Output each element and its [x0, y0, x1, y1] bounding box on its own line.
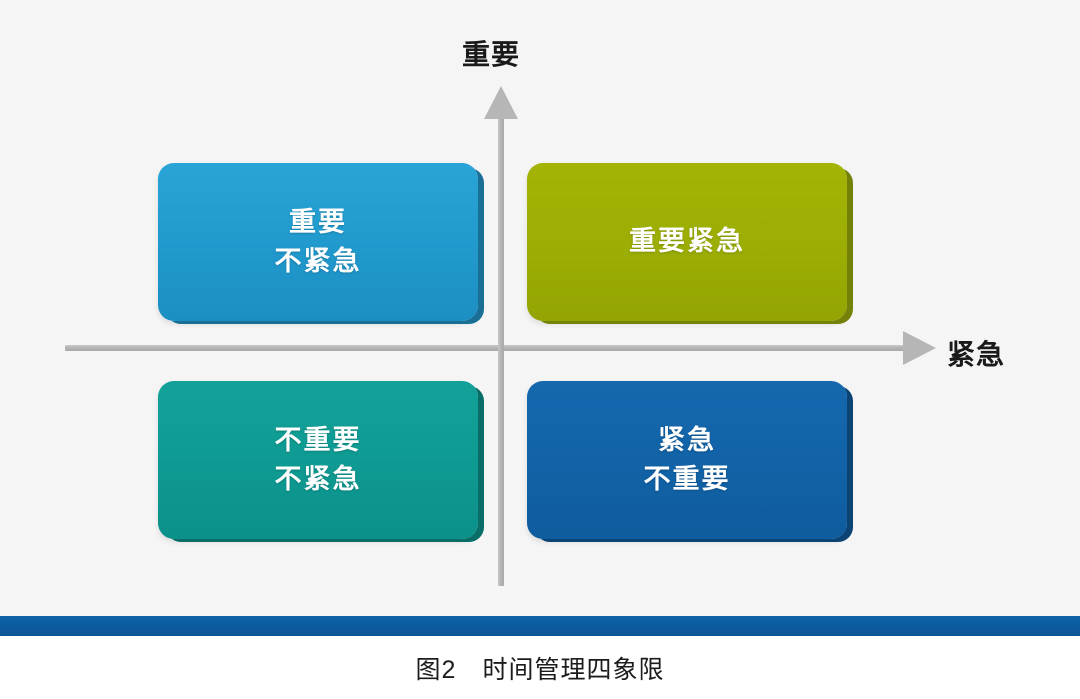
quadrant-label-line1: 重要紧急: [629, 226, 745, 257]
horizontal-axis-label: 紧急: [947, 339, 1006, 370]
quadrant-label-line1: 重要: [289, 206, 347, 237]
horizontal-axis-line: [65, 345, 920, 351]
quadrant-label-line1: 紧急: [658, 424, 716, 455]
divider-bar: [0, 616, 1080, 636]
vertical-axis-line: [498, 110, 504, 586]
quadrant-label-line2: 不紧急: [274, 246, 362, 276]
vertical-axis-label: 重要: [462, 39, 521, 70]
caption-area: 图2 时间管理四象限: [0, 636, 1080, 699]
diagram-canvas: 重要 紧急 重要 不紧急 重要紧急 不重要 不紧急 紧急 不重要: [65, 39, 1006, 586]
quadrant-label-line2: 不重要: [643, 464, 731, 494]
quadrant-urgent-not-important[interactable]: 紧急 不重要: [527, 381, 847, 539]
arrow-up-icon: [484, 86, 518, 119]
quadrant-not-important-not-urgent[interactable]: 不重要 不紧急: [158, 381, 478, 539]
quadrant-label-line1: 不重要: [274, 424, 362, 455]
quadrant-important-not-urgent[interactable]: 重要 不紧急: [158, 163, 478, 321]
arrow-right-icon: [903, 331, 936, 365]
figure-caption: 图2 时间管理四象限: [415, 655, 665, 684]
quadrant-label-line2: 不紧急: [274, 464, 362, 494]
quadrant-important-urgent[interactable]: 重要紧急: [527, 163, 847, 321]
